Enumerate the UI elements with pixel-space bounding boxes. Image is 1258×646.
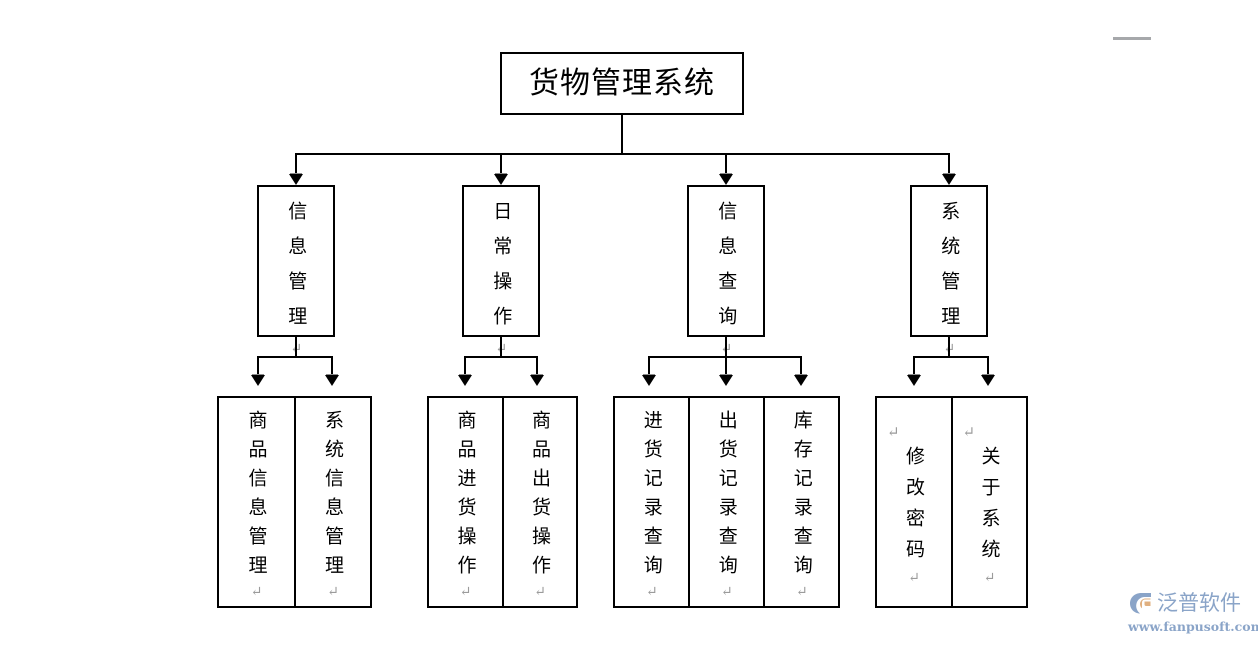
node-info-query-label: 信息查询↵ xyxy=(715,187,737,357)
connector-g4-bus xyxy=(913,356,989,358)
connector-g1-drop-2 xyxy=(331,356,333,376)
node-product-inbound-operation: 商品进货操作↵ xyxy=(429,398,502,606)
node-outbound-record-query: 出货记录查询↵ xyxy=(688,398,763,606)
connector-root-drop-3 xyxy=(725,153,727,175)
connector-g3-drop-1 xyxy=(648,356,650,376)
node-change-password-label: 修改密码↵ xyxy=(903,445,925,586)
pilcrow-mark: ↵ xyxy=(248,584,265,600)
pilcrow-mark-leading: ↵ xyxy=(887,422,900,441)
pilcrow-mark: ↵ xyxy=(457,584,474,600)
arrow-g2-1 xyxy=(458,375,472,386)
leaf-group-system-management: ↵ 修改密码↵ ↵ 关于系统↵ xyxy=(875,396,1028,608)
top-right-grey-bar xyxy=(1113,37,1151,40)
leaf-group-daily-operation: 商品进货操作↵ 商品出货操作↵ xyxy=(427,396,578,608)
connector-g2-drop-1 xyxy=(464,356,466,376)
pilcrow-mark: ↵ xyxy=(981,569,998,586)
watermark-brand-text: 泛普软件 xyxy=(1157,590,1241,615)
node-product-info-management: 商品信息管理↵ xyxy=(219,398,294,606)
pilcrow-mark: ↵ xyxy=(906,569,922,586)
connector-root-drop-2 xyxy=(500,153,502,175)
connector-g3-drop-3 xyxy=(800,356,802,376)
pilcrow-mark: ↵ xyxy=(532,584,548,600)
arrow-g3-1 xyxy=(642,375,656,386)
pilcrow-mark: ↵ xyxy=(793,584,810,600)
connector-g1-drop-1 xyxy=(257,356,259,376)
arrow-g1-1 xyxy=(251,375,265,386)
node-stock-record-query: 库存记录查询↵ xyxy=(763,398,838,606)
connector-g3-drop-2 xyxy=(725,356,727,376)
pilcrow-mark: ↵ xyxy=(718,584,735,600)
connector-g1-bus xyxy=(257,356,333,358)
fanpusoft-logo-icon xyxy=(1128,590,1154,616)
arrow-g2-2 xyxy=(530,375,544,386)
leaf-group-info-management: 商品信息管理↵ 系统信息管理↵ xyxy=(217,396,372,608)
connector-g4-drop-1 xyxy=(913,356,915,376)
connector-root-drop-1 xyxy=(295,153,297,175)
node-inbound-record-query: 进货记录查询↵ xyxy=(615,398,688,606)
arrow-lvl2-4 xyxy=(942,174,956,185)
node-root: 货物管理系统 xyxy=(500,52,744,115)
connector-g1-stem xyxy=(295,337,297,358)
node-about-system: ↵ 关于系统↵ xyxy=(950,398,1027,606)
watermark-brand-row: 泛普软件 xyxy=(1128,588,1250,618)
pilcrow-mark: ↵ xyxy=(643,584,660,600)
node-system-management: 系统管理↵ xyxy=(910,185,988,357)
arrow-lvl2-1 xyxy=(289,174,303,185)
node-about-system-label: 关于系统↵ xyxy=(978,445,1001,586)
pilcrow-mark-leading: ↵ xyxy=(962,422,976,441)
connector-root-drop-4 xyxy=(948,153,950,175)
connector-g4-stem xyxy=(948,337,950,358)
leaf-group-info-query: 进货记录查询↵ 出货记录查询↵ 库存记录查询↵ xyxy=(613,396,840,608)
node-product-outbound-operation-label: 商品出货操作↵ xyxy=(529,410,551,600)
node-daily-operation: 日常操作↵ xyxy=(462,185,540,357)
arrow-lvl2-3 xyxy=(719,174,733,185)
node-stock-record-query-label: 库存记录查询↵ xyxy=(790,410,813,600)
arrow-lvl2-2 xyxy=(494,174,508,185)
arrow-g3-3 xyxy=(794,375,808,386)
arrow-g4-1 xyxy=(907,375,921,386)
node-product-inbound-operation-label: 商品进货操作↵ xyxy=(454,410,477,600)
watermark-url-text: www.fanpusoft.com xyxy=(1128,619,1258,634)
node-daily-operation-label: 日常操作↵ xyxy=(490,187,512,357)
node-product-outbound-operation: 商品出货操作↵ xyxy=(501,398,577,606)
node-root-label: 货物管理系统 xyxy=(529,65,715,101)
node-info-management: 信息管理↵ xyxy=(257,185,335,357)
arrow-g3-2 xyxy=(719,375,733,386)
connector-g3-stem xyxy=(725,337,727,358)
node-info-management-label: 信息管理↵ xyxy=(285,187,307,357)
node-product-info-management-label: 商品信息管理↵ xyxy=(245,410,268,600)
connector-g2-stem xyxy=(500,337,502,358)
connector-g4-drop-2 xyxy=(987,356,989,376)
connector-root-bus xyxy=(295,153,949,155)
arrow-g1-2 xyxy=(325,375,339,386)
connector-g2-drop-2 xyxy=(536,356,538,376)
node-system-info-management-label: 系统信息管理↵ xyxy=(322,410,344,600)
node-info-query: 信息查询↵ xyxy=(687,185,765,357)
node-system-management-label: 系统管理↵ xyxy=(938,187,960,357)
connector-g2-bus xyxy=(464,356,538,358)
pilcrow-mark: ↵ xyxy=(325,584,341,600)
connector-root-stem xyxy=(621,115,623,155)
node-inbound-record-query-label: 进货记录查询↵ xyxy=(640,410,663,600)
arrow-g4-2 xyxy=(981,375,995,386)
node-change-password: ↵ 修改密码↵ xyxy=(877,398,951,606)
watermark: 泛普软件 www.fanpusoft.com xyxy=(1128,588,1258,638)
node-system-info-management: 系统信息管理↵ xyxy=(293,398,371,606)
node-outbound-record-query-label: 出货记录查询↵ xyxy=(715,410,738,600)
